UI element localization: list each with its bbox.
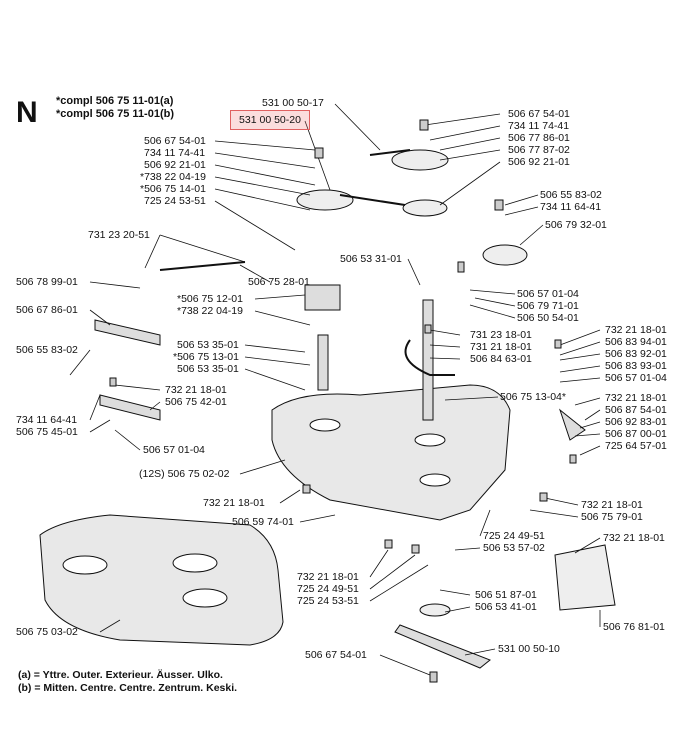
part-label: 732 21 18-01	[165, 384, 227, 396]
part-label: 506 87 54-01	[605, 404, 667, 416]
part-label: 732 21 18-01	[581, 499, 643, 511]
part-label: 506 87 00-01	[605, 428, 667, 440]
compl-line-a: *compl 506 75 11-01(a)	[56, 95, 174, 107]
part-label: 506 57 01-04	[143, 444, 205, 456]
part-label: 731 21 18-01	[470, 341, 532, 353]
part-label: 506 53 41-01	[475, 601, 537, 613]
part-label: 506 53 35-01	[177, 339, 239, 351]
part-label: 732 21 18-01	[605, 324, 667, 336]
part-label: 725 24 49-51	[297, 583, 359, 595]
part-label: 506 57 01-04	[517, 288, 579, 300]
main-deck-hole-center	[414, 433, 446, 447]
deck-cover-hole-left	[62, 555, 108, 575]
part-label: *506 75 12-01	[177, 293, 243, 305]
part-label: 732 21 18-01	[203, 497, 265, 509]
part-label: *738 22 04-19	[177, 305, 243, 317]
leader-lines	[69, 103, 601, 676]
part-label: 506 67 54-01	[305, 649, 367, 661]
part-label: 506 76 81-01	[603, 621, 665, 633]
part-label: 506 67 54-01	[144, 135, 206, 147]
part-label: 731 23 20-51	[88, 229, 150, 241]
pulley-idler	[482, 244, 528, 266]
part-label: 506 78 99-01	[16, 276, 78, 288]
part-label: 506 75 42-01	[165, 396, 227, 408]
part-label: *738 22 04-19	[140, 171, 206, 183]
main-deck-hole-right	[419, 473, 451, 487]
part-label: 506 57 01-04	[605, 372, 667, 384]
spindle-housing	[304, 284, 341, 311]
part-label: 506 53 57-02	[483, 542, 545, 554]
part-label: 732 21 18-01	[605, 392, 667, 404]
part-label: 506 75 45-01	[16, 426, 78, 438]
highlighted-part-number[interactable]: 531 00 50-20	[230, 110, 310, 130]
part-label: 506 77 87-02	[508, 144, 570, 156]
blade-hub	[419, 603, 451, 617]
deck-cover-hole-right	[182, 588, 228, 608]
legend-a: (a) = Yttre. Outer. Exterieur. Äusser. U…	[18, 669, 223, 681]
part-label: 506 83 94-01	[605, 336, 667, 348]
pulley-right	[391, 149, 449, 171]
part-label: 506 55 83-02	[16, 344, 78, 356]
part-label: 732 21 18-01	[297, 571, 359, 583]
part-label: 506 53 31-01	[340, 253, 402, 265]
part-label: 506 92 21-01	[508, 156, 570, 168]
section-letter: N	[16, 96, 38, 129]
part-label: 506 59 74-01	[232, 516, 294, 528]
part-label: 506 50 54-01	[517, 312, 579, 324]
part-label: *506 75 14-01	[140, 183, 206, 195]
compl-line-b: *compl 506 75 11-01(b)	[56, 108, 175, 120]
part-label: 506 67 86-01	[16, 304, 78, 316]
spindle-shaft	[317, 334, 329, 391]
part-label: 506 83 92-01	[605, 348, 667, 360]
part-label: 531 00 50-10	[498, 643, 560, 655]
support-bracket-lower	[99, 394, 161, 421]
part-label: 734 11 74-41	[508, 120, 570, 132]
part-label: 506 67 54-01	[508, 108, 570, 120]
side-bracket-right	[558, 408, 586, 441]
part-label: 531 00 50-17	[262, 97, 324, 109]
part-label: 506 75 79-01	[581, 511, 643, 523]
part-label: 725 24 49-51	[483, 530, 545, 542]
pulley-right-lower	[402, 199, 448, 217]
part-label: 506 55 83-02	[540, 189, 602, 201]
part-label: 506 79 71-01	[517, 300, 579, 312]
part-label: 506 53 35-01	[177, 363, 239, 375]
part-label: 506 92 21-01	[144, 159, 206, 171]
main-deck-hole-left	[309, 418, 341, 432]
part-label: 506 75 13-04*	[500, 391, 566, 403]
part-label: 732 21 18-01	[603, 532, 665, 544]
part-label: 506 83 93-01	[605, 360, 667, 372]
discharge-chute	[554, 544, 616, 611]
main-deck	[271, 384, 511, 521]
part-label: 506 75 03-02	[16, 626, 78, 638]
part-label: 506 84 63-01	[470, 353, 532, 365]
center-spindle-shaft	[422, 299, 434, 421]
deck-cover-hole-middle	[172, 553, 218, 573]
part-label: 734 11 74-41	[144, 147, 206, 159]
cutting-blade	[394, 624, 491, 669]
part-label: 506 77 86-01	[508, 132, 570, 144]
part-label: 731 23 18-01	[470, 329, 532, 341]
drive-belt	[339, 149, 411, 206]
part-label: 506 79 32-01	[545, 219, 607, 231]
part-label: 734 11 64-41	[540, 201, 602, 213]
pulley-center	[296, 189, 354, 211]
deck-cover	[39, 514, 284, 646]
part-label: *506 75 13-01	[173, 351, 239, 363]
part-label: 734 11 64-41	[16, 414, 78, 426]
hardware-bolts	[109, 119, 577, 683]
part-label: 506 92 83-01	[605, 416, 667, 428]
part-label: 506 51 87-01	[475, 589, 537, 601]
part-label: 725 64 57-01	[605, 440, 667, 452]
tie-rod	[159, 261, 246, 271]
part-label: 506 75 28-01	[248, 276, 310, 288]
part-label: 725 24 53-51	[144, 195, 206, 207]
guard-arm	[404, 339, 455, 376]
support-bracket-left	[94, 319, 161, 346]
legend-b: (b) = Mitten. Centre. Centre. Zentrum. K…	[18, 682, 238, 694]
part-label: 725 24 53-51	[297, 595, 359, 607]
part-label: (12S) 506 75 02-02	[139, 468, 230, 480]
